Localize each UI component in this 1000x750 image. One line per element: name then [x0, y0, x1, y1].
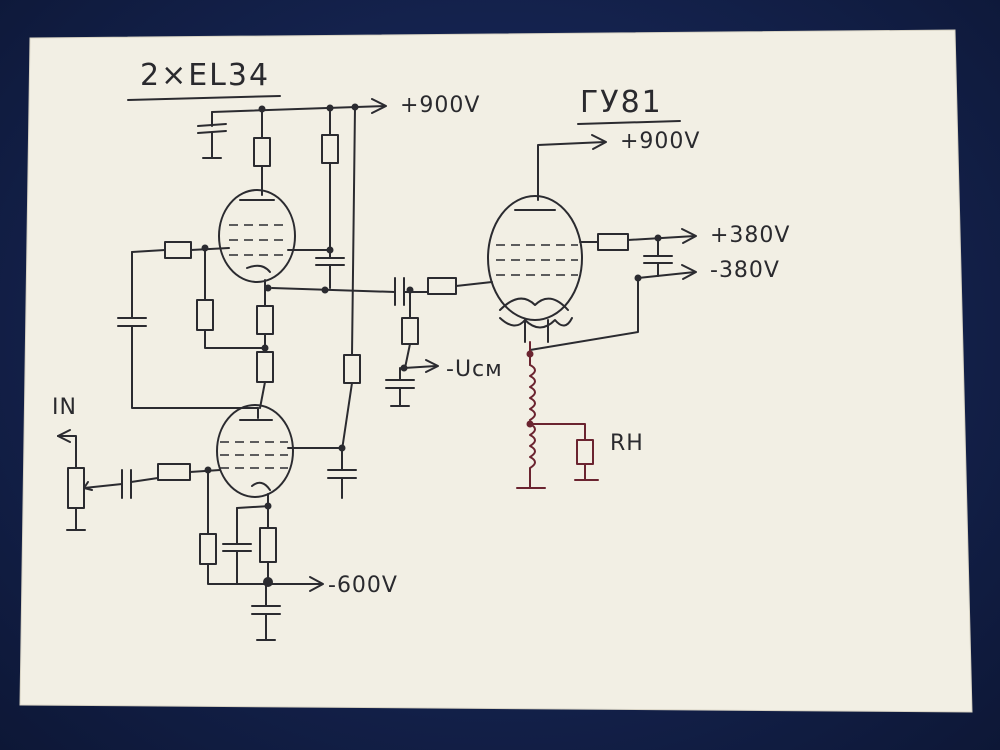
lower-grid-resistor — [199, 469, 266, 585]
input-label: IN — [52, 395, 77, 420]
gu81-screen-network — [529, 228, 697, 351]
bias-network — [385, 289, 439, 407]
output-node — [321, 286, 329, 294]
gu81-plate-supply — [537, 134, 607, 201]
feedback-capacitor — [117, 317, 259, 409]
output-choke — [516, 341, 586, 489]
screen-bypass-capacitor — [315, 249, 345, 289]
input-potentiometer — [57, 429, 123, 531]
minus-600-label: -600V — [328, 573, 398, 598]
input-coupling-capacitor — [121, 463, 221, 499]
lower-cathode-network — [222, 493, 277, 587]
output-title: ГУ81 — [580, 85, 663, 120]
upper-grid-resistor — [196, 247, 266, 349]
upper-output-wire — [271, 287, 396, 293]
upper-cathode-resistor — [256, 279, 274, 409]
load-label: RH — [610, 431, 644, 456]
negative-600-rail — [251, 576, 324, 641]
output-title-underline — [577, 120, 681, 125]
lower-el34-tube — [216, 404, 343, 498]
upper-screen-resistor — [321, 107, 339, 251]
plus-900-left-label: +900V — [400, 93, 480, 118]
driver-title: 2×EL34 — [140, 58, 270, 93]
plus-900-right-label: +900V — [620, 129, 700, 154]
load-resistor — [574, 439, 599, 481]
rail-bypass-capacitor — [197, 111, 227, 159]
minus-380-label: -380V — [710, 258, 780, 283]
driver-title-underline — [127, 95, 281, 101]
ucm-label: -Uсм — [446, 357, 503, 382]
upper-el34-tube — [218, 189, 331, 283]
gu81-tube — [487, 195, 583, 343]
lower-screen-capacitor — [327, 447, 357, 499]
plus-380-label: +380V — [710, 223, 790, 248]
